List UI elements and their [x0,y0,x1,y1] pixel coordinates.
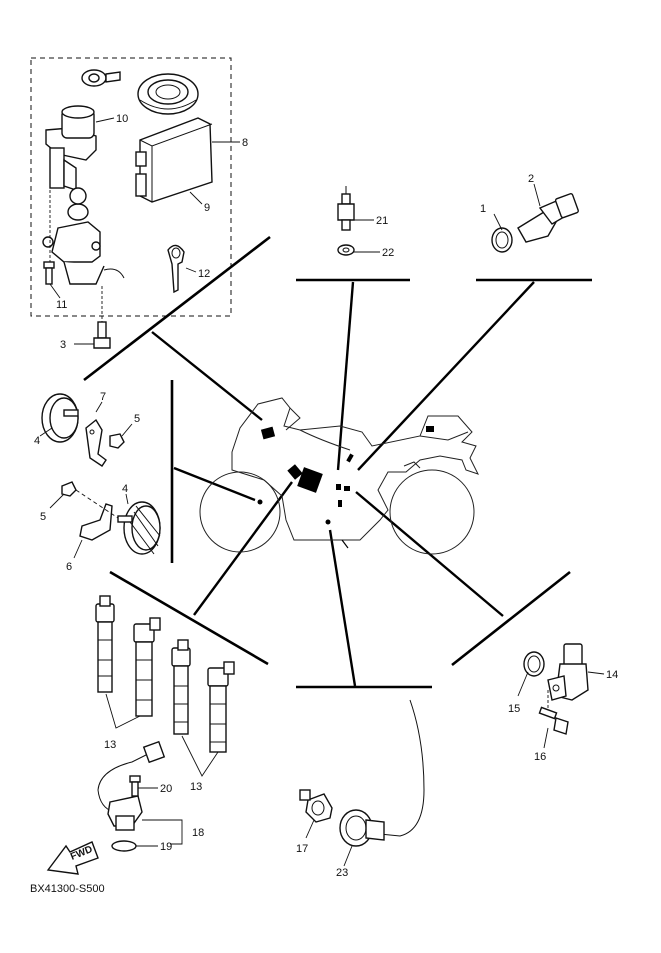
cam-position-sensor-icon [547,643,589,701]
callout-11: 11 [56,299,67,311]
seat-lock-icon [42,187,125,285]
drawing-code: BX41300-S500 [30,883,105,895]
forward-arrow-icon: FWD [46,841,99,875]
nut-icon [61,481,77,497]
callout-leaders [39,117,605,867]
leader-top-left [151,331,263,421]
callout-5b: 5 [40,511,46,523]
ignition-coil-icon [207,661,235,753]
horn-icon [41,393,79,443]
callout-10: 10 [116,113,128,125]
horn-bracket-icon [79,503,113,541]
main-switch-icon [45,105,97,191]
key-cylinder-icon [81,69,121,87]
o-ring-icon [523,651,545,677]
callout-6: 6 [66,561,72,573]
callout-7: 7 [100,391,106,403]
crankshaft-sensor-icon [97,740,166,831]
callout-23: 23 [336,867,348,879]
callout-22: 22 [382,247,394,259]
callout-13b: 13 [190,781,202,793]
sensor-gasket-icon [491,227,513,253]
callout-21: 21 [376,215,388,227]
callout-4b: 4 [122,483,128,495]
fuel-tank-cap-icon [137,73,199,115]
washer-icon [337,244,355,256]
lock-set-group-box [30,57,232,317]
sensor-bolt-icon [129,775,141,797]
callout-9: 9 [204,202,210,214]
callout-15: 15 [508,703,520,715]
callout-17: 17 [296,843,308,855]
section-border-bottom-left [109,570,269,666]
ignition-coil-icon [133,617,161,717]
key-icon [167,244,185,294]
callout-14: 14 [606,669,618,681]
screw-icon [43,261,55,285]
callout-16: 16 [534,751,546,763]
sensor-bolt-icon [538,706,569,735]
motorcycle-silhouette [199,397,479,555]
ignition-coil-icon [171,639,191,735]
callout-13a: 13 [104,739,116,751]
callout-19: 19 [160,841,172,853]
callout-4a: 4 [34,435,40,447]
spark-plug-icon [337,186,355,231]
callout-5a: 5 [134,413,140,425]
bike-component-markers [257,426,434,549]
ecu-icon [135,117,213,203]
leader-left [173,466,256,502]
horn-icon [117,501,161,555]
nut-icon [109,433,125,449]
leader-top-right [357,281,535,471]
o-ring-icon [111,840,137,852]
oil-pressure-switch-icon [299,789,333,823]
leader-bottom-left [193,481,293,616]
bolt-icon [93,321,111,349]
section-border-top-left [83,235,271,382]
callout-20: 20 [160,783,172,795]
section-border-bottom-right [451,570,571,667]
knock-sensor-icon [339,699,425,847]
temperature-sensor-icon [517,193,579,243]
callout-12: 12 [198,268,210,280]
horn-bracket-icon [85,418,107,467]
callout-3: 3 [60,339,66,351]
ignition-coil-icon [95,595,115,693]
callout-1: 1 [480,203,486,215]
leader-bottom-center [328,529,357,687]
callout-8: 8 [242,137,248,149]
leader-center-top [336,281,355,471]
callout-2: 2 [528,173,534,185]
callout-18: 18 [192,827,204,839]
